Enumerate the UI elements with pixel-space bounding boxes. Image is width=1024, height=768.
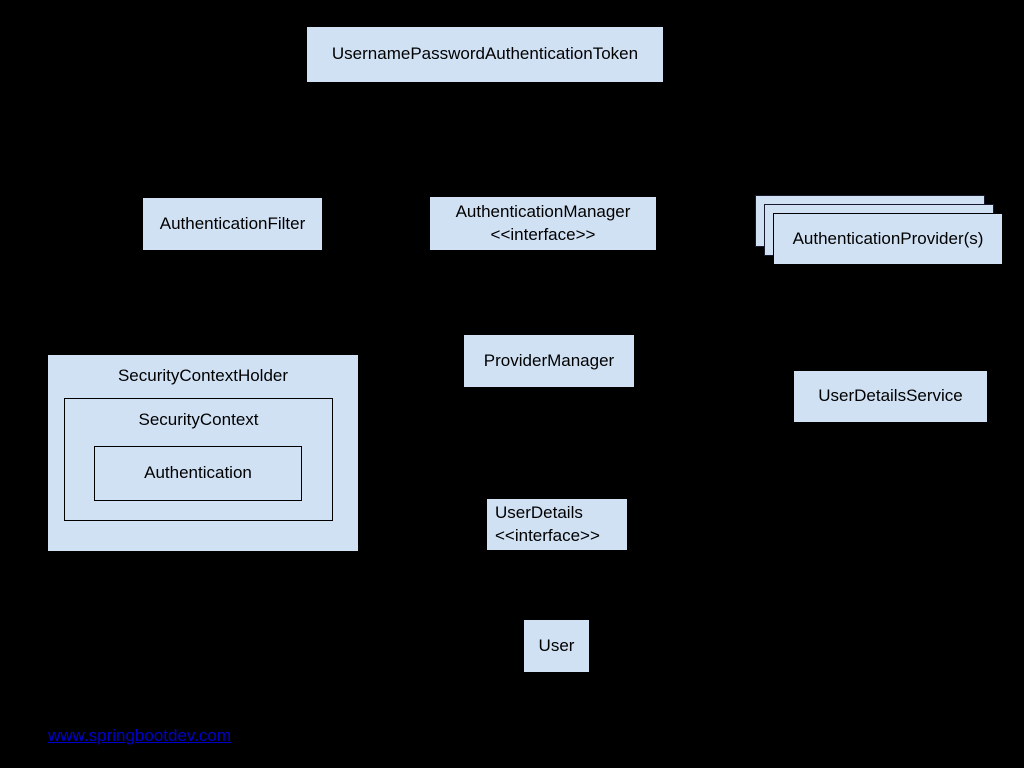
node-authentication-manager[interactable]: AuthenticationManager <<interface>> <box>430 197 656 250</box>
node-authentication-provider[interactable]: AuthenticationProvider(s) <box>773 213 1003 265</box>
node-user-details[interactable]: UserDetails <<interface>> <box>487 499 627 550</box>
node-username-password-authentication-token[interactable]: UsernamePasswordAuthenticationToken <box>307 27 663 82</box>
node-authentication-providers-stack[interactable]: AuthenticationProvider(s) <box>755 195 1003 265</box>
node-user-details-service[interactable]: UserDetailsService <box>794 371 987 422</box>
node-authentication-filter[interactable]: AuthenticationFilter <box>143 198 322 250</box>
node-authentication[interactable]: Authentication <box>94 446 302 501</box>
node-user[interactable]: User <box>524 620 589 672</box>
footer-website-link[interactable]: www.springbootdev.com <box>48 726 231 745</box>
node-provider-manager[interactable]: ProviderManager <box>464 335 634 387</box>
